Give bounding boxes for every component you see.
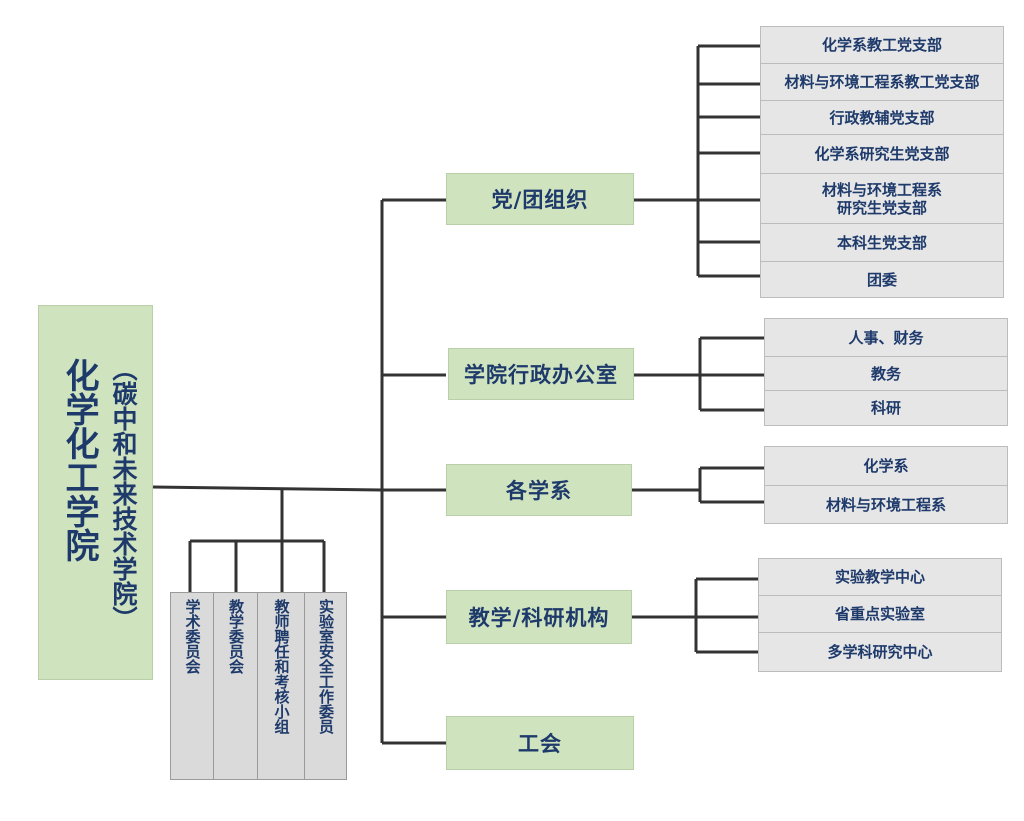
admin-child-item: 科研 bbox=[764, 390, 1008, 426]
department-child-item: 化学系 bbox=[764, 446, 1008, 486]
admin-child-item: 教务 bbox=[764, 356, 1008, 391]
party-child-item: 行政教辅党支部 bbox=[760, 100, 1004, 135]
committee-label: 教学委员会 bbox=[227, 599, 245, 674]
committee-lab-safety: 实验室安全工作委员 bbox=[304, 592, 347, 780]
root-node: 化学化工学院 （碳中和未来技术学院） bbox=[38, 305, 153, 680]
party-child-item: 化学系教工党支部 bbox=[760, 26, 1004, 64]
committee-label: 实验室安全工作委员 bbox=[317, 599, 335, 734]
party-children: 化学系教工党支部 材料与环境工程系教工党支部 行政教辅党支部 化学系研究生党支部… bbox=[760, 26, 1004, 298]
party-child-item: 本科生党支部 bbox=[760, 223, 1004, 262]
committee-label: 学术委员会 bbox=[183, 599, 202, 674]
party-child-item: 化学系研究生党支部 bbox=[760, 134, 1004, 174]
department-children: 化学系 材料与环境工程系 bbox=[764, 446, 1008, 524]
research-child-item: 多学科研究中心 bbox=[758, 632, 1002, 672]
root-connector bbox=[152, 485, 446, 492]
committee-faculty-appointment: 教师聘任和考核小组 bbox=[257, 592, 305, 780]
committee-academic: 学术委员会 bbox=[170, 592, 214, 780]
department-child-item: 材料与环境工程系 bbox=[764, 485, 1008, 524]
party-child-item: 材料与环境工程系 研究生党支部 bbox=[760, 173, 1004, 224]
branch-admin-office: 学院行政办公室 bbox=[448, 348, 634, 400]
branch-departments: 各学系 bbox=[446, 464, 632, 516]
research-children: 实验教学中心 省重点实验室 多学科研究中心 bbox=[758, 558, 1002, 672]
research-child-item: 省重点实验室 bbox=[758, 595, 1002, 633]
branch-union: 工会 bbox=[446, 716, 634, 770]
party-child-item: 材料与环境工程系教工党支部 bbox=[760, 63, 1004, 101]
party-child-item: 团委 bbox=[760, 261, 1004, 298]
admin-children: 人事、财务 教务 科研 bbox=[764, 318, 1008, 426]
admin-child-item: 人事、财务 bbox=[764, 318, 1008, 357]
root-name: 化学化工学院 bbox=[59, 358, 99, 562]
branch-teaching-research: 教学/科研机构 bbox=[446, 590, 632, 644]
research-child-item: 实验教学中心 bbox=[758, 558, 1002, 596]
committee-teaching: 教学委员会 bbox=[213, 592, 258, 780]
committee-label: 教师聘任和考核小组 bbox=[272, 599, 291, 734]
root-subtitle: （碳中和未来技术学院） bbox=[109, 356, 138, 631]
branch-party-league: 党/团组织 bbox=[446, 173, 634, 225]
